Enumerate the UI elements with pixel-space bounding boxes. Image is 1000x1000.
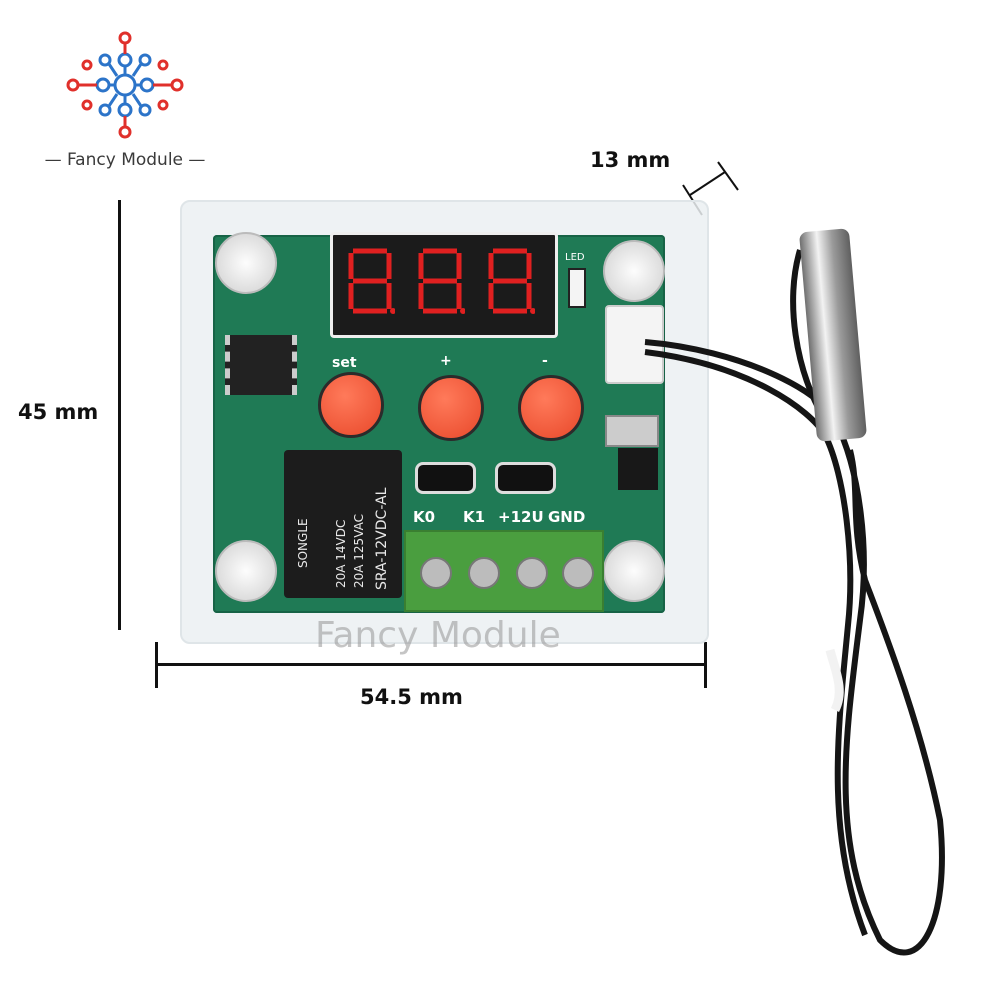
minus-button[interactable] — [518, 375, 584, 441]
width-dimension-label: 54.5 mm — [360, 685, 463, 709]
display-digit-1 — [345, 247, 396, 315]
screw-top-right — [603, 240, 665, 302]
relay-brand: SONGLE — [296, 518, 310, 568]
diode-d2 — [495, 462, 556, 494]
relay-rating-dc: 20A 14VDC — [334, 519, 348, 588]
relay-model: SRA-12VDC-AL — [374, 487, 390, 590]
terminal-screw-power[interactable] — [516, 557, 548, 589]
set-button[interactable] — [318, 372, 384, 438]
depth-dimension-label: 13 mm — [590, 148, 671, 172]
brand-logo — [65, 30, 185, 145]
terminal-screw-k0[interactable] — [420, 557, 452, 589]
height-dimension-label: 45 mm — [18, 400, 99, 424]
watermark: Fancy Module — [315, 615, 561, 656]
plus-button[interactable] — [418, 375, 484, 441]
plus-button-label: + — [440, 353, 452, 369]
screw-bottom-left — [215, 540, 277, 602]
terminal-screw-gnd[interactable] — [562, 557, 594, 589]
width-dimension-line — [155, 663, 707, 666]
set-button-label: set — [332, 355, 357, 371]
brand-name-text: Fancy Module — [66, 150, 184, 170]
width-dimension-tick-right — [704, 642, 707, 688]
relay-rating-ac: 20A 125VAC — [352, 513, 366, 588]
brand-name: — Fancy Module — — [40, 150, 210, 170]
diode-d1 — [415, 462, 476, 494]
brand-rule-right: — — [183, 150, 206, 170]
terminal-label-gnd: GND — [548, 508, 586, 526]
seven-segment-display — [330, 232, 558, 338]
regulator — [618, 448, 658, 490]
width-dimension-tick-left — [155, 642, 158, 688]
temperature-probe-cable — [644, 249, 945, 956]
minus-button-label: - — [542, 353, 548, 369]
screw-bottom-right — [603, 540, 665, 602]
terminal-block — [404, 530, 604, 612]
height-dimension-line — [118, 200, 121, 630]
led-label: LED — [565, 252, 585, 263]
terminal-label-k0: K0 — [413, 508, 436, 526]
capacitor — [605, 415, 659, 447]
relay: SONGLE 20A 14VDC 20A 125VAC SRA-12VDC-AL — [284, 450, 402, 598]
terminal-label-k1: K1 — [463, 508, 486, 526]
terminal-screw-k1[interactable] — [468, 557, 500, 589]
led-indicator — [568, 268, 586, 308]
screw-top-left — [215, 232, 277, 294]
display-digit-2 — [415, 247, 466, 315]
ic-chip — [225, 335, 297, 395]
terminal-label-power: +12U — [498, 508, 544, 526]
brand-rule-left: — — [44, 150, 67, 170]
display-digit-3 — [485, 247, 536, 315]
